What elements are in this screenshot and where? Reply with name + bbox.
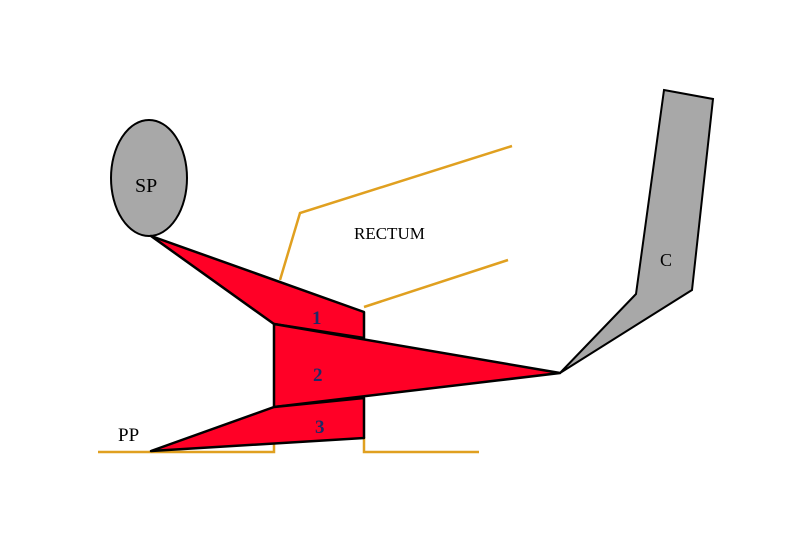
muscle-segment-2: [272, 322, 562, 409]
segment-number-2: 2: [313, 365, 323, 386]
rectum-upper-wall: [278, 144, 513, 281]
label-rectum: RECTUM: [354, 224, 425, 243]
label-c: C: [660, 250, 672, 270]
pelvic-floor-right: [362, 437, 479, 454]
muscle-segment-3: [149, 396, 366, 453]
segment-number-3: 3: [315, 417, 325, 438]
muscle-segment-1: [149, 234, 366, 340]
symphysis-pubis: [110, 119, 188, 237]
label-pp: PP: [118, 425, 139, 446]
segment-number-1: 1: [312, 308, 322, 329]
rectum-lower-wall: [363, 258, 509, 309]
coccyx-bone: [559, 88, 715, 374]
label-sp: SP: [135, 175, 157, 197]
